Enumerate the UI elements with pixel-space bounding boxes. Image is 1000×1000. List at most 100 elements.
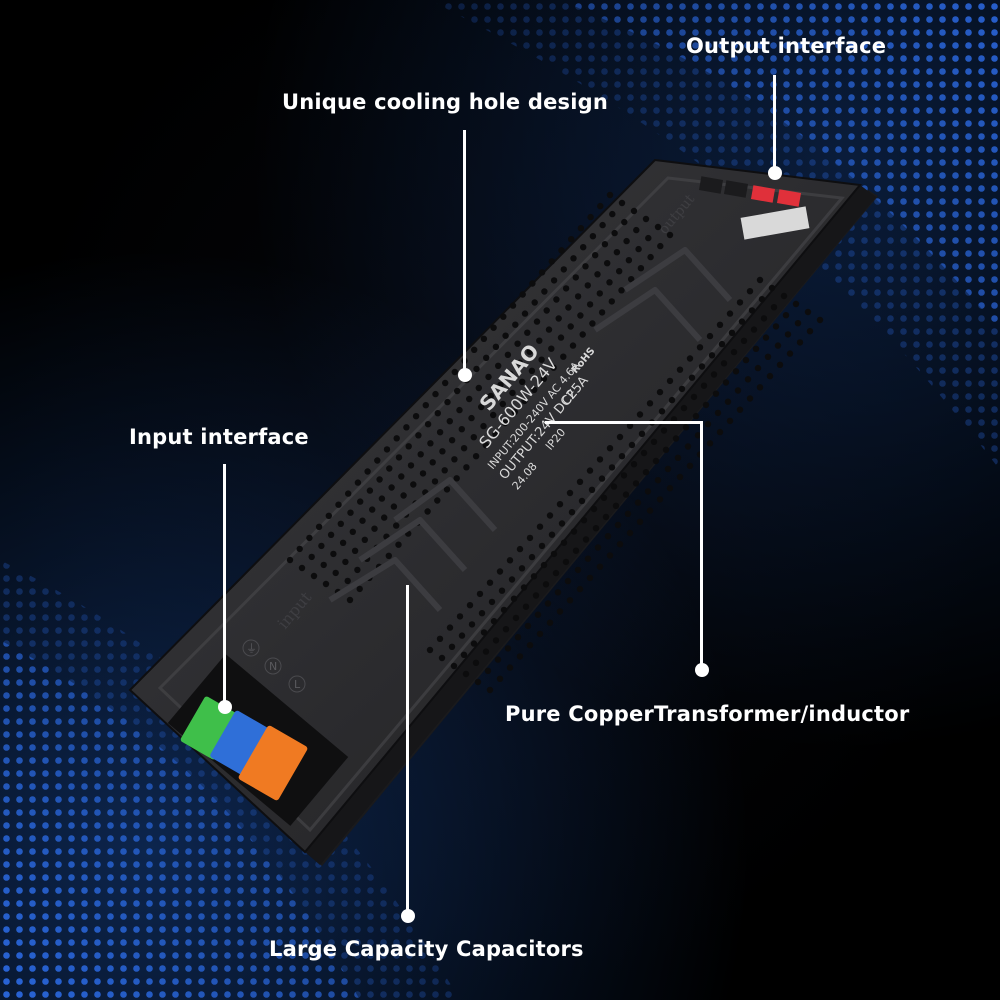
vent-hole xyxy=(628,276,635,283)
vent-hole xyxy=(422,402,429,409)
vent-hole xyxy=(566,489,574,497)
vent-hole xyxy=(486,579,494,586)
vent-hole xyxy=(366,487,374,494)
vent-hole xyxy=(606,552,614,559)
vent-hole xyxy=(528,553,536,561)
vent-hole xyxy=(553,296,560,303)
vent-hole xyxy=(330,550,337,558)
vent-hole xyxy=(635,245,642,253)
vent-hole xyxy=(400,492,407,499)
vent-hole xyxy=(516,359,524,366)
vent-hole xyxy=(698,363,706,370)
vent-hole xyxy=(804,308,812,316)
vent-hole xyxy=(684,443,692,450)
vent-hole xyxy=(708,352,716,359)
vent-hole xyxy=(744,376,752,383)
vent-hole xyxy=(444,398,451,406)
output-interface-label: Output interface xyxy=(686,34,887,58)
vent-hole xyxy=(507,370,514,377)
vent-hole xyxy=(601,241,609,248)
vent-hole xyxy=(590,505,598,513)
vent-hole xyxy=(780,292,788,300)
vent-hole xyxy=(645,234,652,242)
vent-hole xyxy=(564,577,572,585)
vent-hole xyxy=(480,335,488,342)
vent-hole xyxy=(614,521,622,529)
vent-hole xyxy=(628,441,636,449)
vent-hole xyxy=(484,667,492,674)
vent-hole xyxy=(613,249,621,256)
vent-hole xyxy=(298,564,306,572)
vent-hole xyxy=(792,300,800,308)
vent-hole xyxy=(460,651,468,658)
vent-hole xyxy=(586,467,594,474)
vent-hole xyxy=(750,326,758,333)
vent-hole xyxy=(476,590,484,598)
vent-hole xyxy=(692,412,700,420)
vent-hole xyxy=(376,476,383,483)
vent-hole xyxy=(361,536,368,543)
output-terminal-block xyxy=(698,176,810,240)
vent-hole xyxy=(522,603,530,610)
vent-hole xyxy=(463,464,470,471)
vent-hole xyxy=(664,465,672,473)
vent-hole xyxy=(502,626,510,633)
vent-hole xyxy=(630,461,638,468)
vent-hole xyxy=(652,457,660,465)
vent-hole xyxy=(546,619,554,626)
vent-hole xyxy=(530,573,538,580)
vent-hole xyxy=(690,393,698,401)
vent-hole xyxy=(756,276,764,284)
vent-hole xyxy=(604,260,611,267)
output-interface-leader-line xyxy=(773,75,776,173)
vent-hole xyxy=(611,229,618,237)
vent-hole xyxy=(531,299,538,306)
vent-hole xyxy=(550,550,558,558)
vent-hole xyxy=(784,331,792,338)
vent-hole xyxy=(621,218,628,226)
vent-hole xyxy=(371,525,378,532)
vent-hole xyxy=(738,318,746,325)
vent-hole xyxy=(424,508,431,515)
vent-hole xyxy=(599,221,606,229)
vent-hole xyxy=(577,225,585,232)
cooling-hole-label: Unique cooling hole design xyxy=(282,90,609,114)
vent-hole xyxy=(496,568,504,575)
vent-hole xyxy=(666,485,674,492)
vent-hole xyxy=(636,411,644,418)
vent-hole xyxy=(584,555,592,562)
vent-hole xyxy=(638,430,646,437)
vent-hole xyxy=(764,353,772,360)
vent-hole xyxy=(346,596,354,604)
vent-hole xyxy=(544,600,552,607)
vent-hole xyxy=(508,576,516,583)
vent-hole xyxy=(443,486,451,493)
vent-hole xyxy=(511,408,518,416)
vent-hole xyxy=(470,434,477,441)
vent-hole xyxy=(598,475,606,482)
vent-hole xyxy=(306,534,313,542)
vent-hole xyxy=(618,453,626,460)
vent-hole xyxy=(383,446,391,453)
vent-hole xyxy=(542,581,550,588)
input-interface-label: Input interface xyxy=(129,425,309,449)
vent-hole xyxy=(532,592,540,599)
vent-hole xyxy=(672,435,680,442)
vent-hole xyxy=(568,509,576,516)
vent-hole xyxy=(518,565,526,572)
vent-hole xyxy=(600,494,608,501)
vent-hole xyxy=(482,442,489,449)
vent-hole xyxy=(436,429,444,436)
vent-hole xyxy=(385,552,392,559)
vent-hole xyxy=(442,379,449,387)
vent-hole xyxy=(526,348,533,355)
vent-hole xyxy=(676,366,684,373)
vent-hole xyxy=(557,334,565,341)
vent-hole xyxy=(608,298,615,305)
vent-hole xyxy=(660,427,668,434)
vent-hole xyxy=(657,242,664,250)
vent-hole xyxy=(560,353,567,360)
vent-hole xyxy=(516,653,524,660)
vent-hole xyxy=(574,566,582,574)
